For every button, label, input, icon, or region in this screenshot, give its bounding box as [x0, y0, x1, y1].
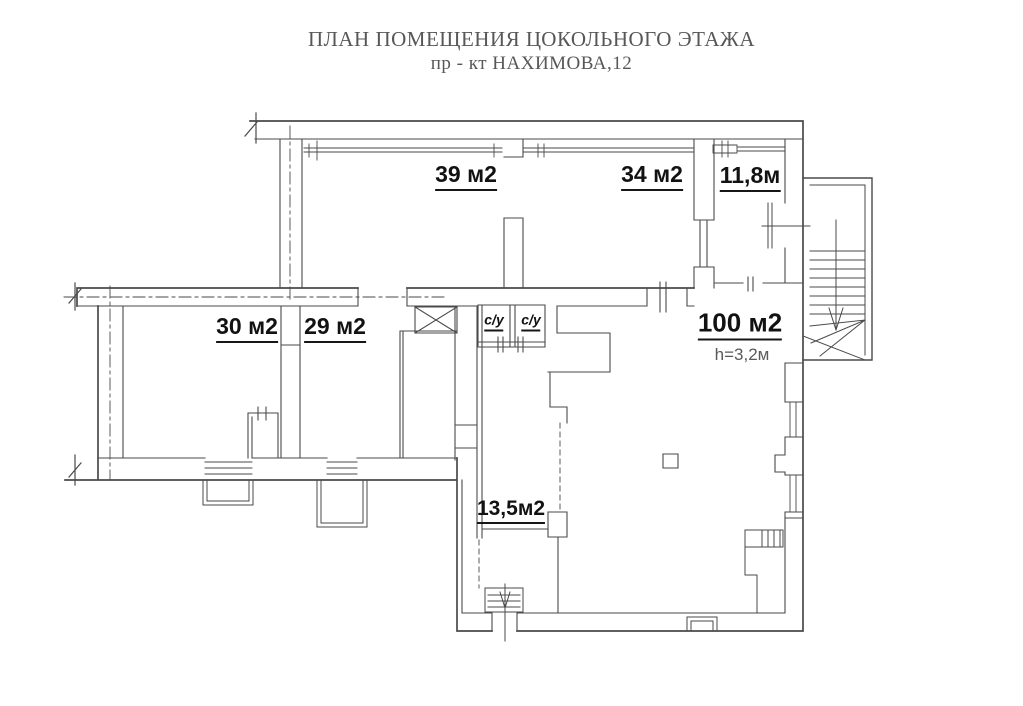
- stair-down-arrow: [828, 219, 844, 331]
- plan-title: ПЛАН ПОМЕЩЕНИЯ ЦОКОЛЬНОГО ЭТАЖА: [307, 27, 756, 51]
- open-boundary-dashed-lines: [478, 422, 561, 589]
- room-label-13-5m2: 13,5м2: [476, 498, 546, 524]
- entrance-arrow: [499, 583, 511, 642]
- room-label-11-8m: 11,8м: [719, 164, 781, 192]
- wc-label-left: с/у: [484, 313, 504, 332]
- ventilation-shaft-hatch: [414, 306, 458, 334]
- wc-label-right: с/у: [521, 313, 541, 332]
- axis-lines: [63, 125, 446, 481]
- axis-ticks: [68, 112, 258, 486]
- window-wells: [202, 479, 718, 632]
- drawing-title: ПЛАН ПОМЕЩЕНИЯ ЦОКОЛЬНОГО ЭТАЖА пр - кт …: [40, 26, 1023, 76]
- exterior-walls: [64, 120, 804, 632]
- wc-cabins: [477, 304, 546, 353]
- room-label-100m2: 100 м2: [697, 310, 783, 341]
- room-label-30m2: 30 м2: [216, 315, 278, 343]
- plan-address: пр - кт НАХИМОВА,12: [430, 53, 633, 74]
- windows: [204, 140, 804, 513]
- interior-steps-bottom-right: [744, 529, 784, 614]
- main-staircase: [802, 177, 873, 361]
- stairwell-door: [761, 202, 811, 249]
- entrance-staircase: [484, 583, 524, 642]
- interior-walls: [76, 138, 804, 632]
- room-label-39m2: 39 м2: [435, 163, 497, 191]
- ceiling-height-label: h=3,2м: [714, 345, 770, 364]
- column: [662, 453, 679, 469]
- room-label-34m2: 34 м2: [621, 163, 683, 191]
- room-label-29m2: 29 м2: [304, 315, 366, 343]
